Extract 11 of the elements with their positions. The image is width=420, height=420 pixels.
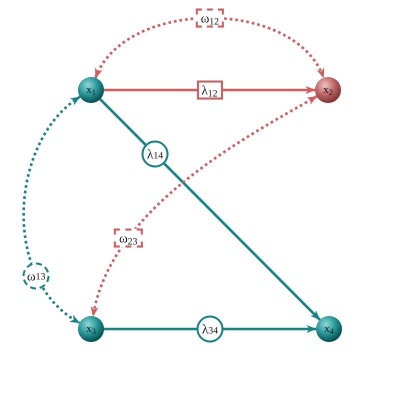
arrow (104, 86, 316, 94)
node-label: x$_{2}$ (323, 84, 333, 96)
double-arrow (22, 96, 81, 324)
node-label: x$_{4}$ (324, 324, 334, 334)
edge-label: ω$_{23}$ (114, 228, 142, 248)
node-label: x$_{1}$ (86, 84, 96, 96)
arrow (104, 325, 316, 333)
edge-label: λ$_{12}$ (196, 80, 223, 100)
double-arrow (94, 16, 325, 78)
edge-label: ω$_{12}$ (196, 8, 224, 28)
node-label: x$_{3}$ (86, 324, 96, 334)
